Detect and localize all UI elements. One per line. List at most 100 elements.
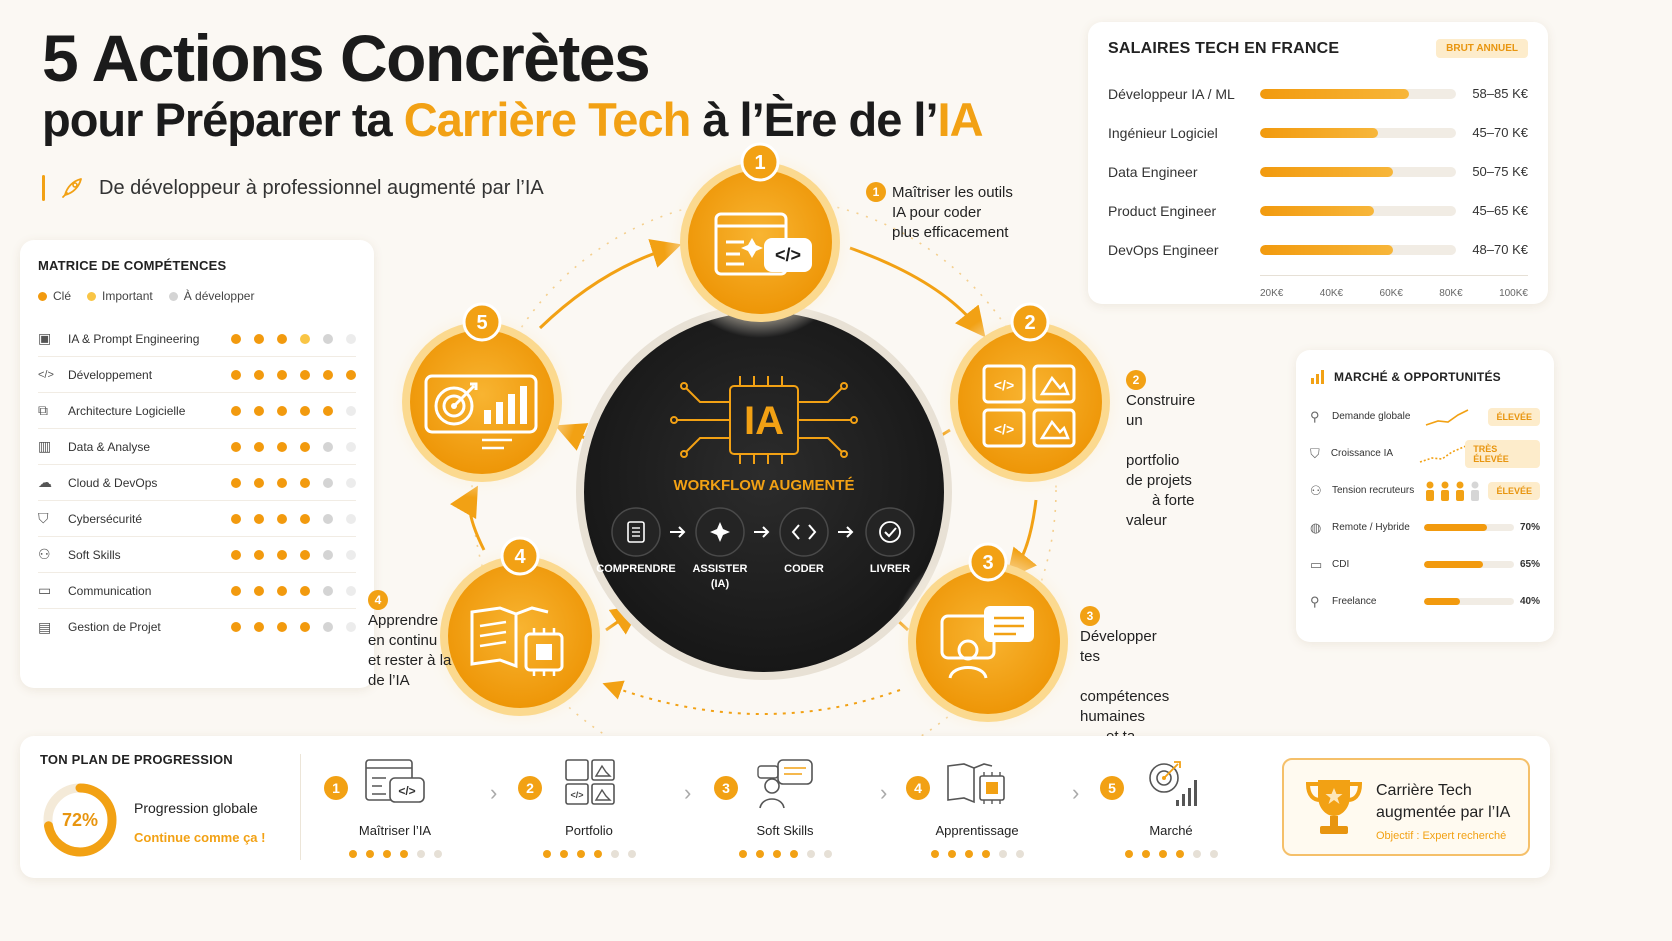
step-progress-dot	[738, 850, 747, 858]
market-title: MARCHÉ & OPPORTUNITÉS	[1310, 370, 1540, 384]
label-line: Construire un	[1126, 392, 1196, 429]
svg-text:</>: </>	[994, 377, 1014, 393]
user-icon: ⚲	[1310, 408, 1320, 424]
market-bar-fill	[1424, 524, 1487, 531]
matrix-rows: ▣IA & Prompt Engineering</>Développement…	[38, 321, 356, 645]
workflow-step-label: COMPRENDRE	[596, 563, 675, 575]
matrix-row-label: Data & Analyse	[68, 439, 151, 454]
step-progress-dot	[998, 850, 1007, 858]
matrix-legend: Clé Important À développer	[38, 289, 356, 303]
level-dot	[277, 549, 287, 560]
step-progress-dot	[1158, 850, 1167, 858]
step-progress-dots	[710, 850, 860, 858]
matrix-row-label: Développement	[68, 367, 153, 382]
level-dot	[231, 441, 241, 452]
skill-level-dots	[231, 441, 356, 452]
step-progress-dot	[755, 850, 764, 858]
subtitle-accent-bar	[42, 175, 45, 201]
level-dot	[346, 585, 356, 596]
progress-encouragement: Continue comme ça !	[134, 830, 266, 845]
node-number: 5	[476, 312, 487, 334]
level-dot	[254, 549, 264, 560]
salary-bar-track	[1260, 166, 1456, 177]
level-dot	[346, 622, 356, 632]
action-node-1: </> 1	[664, 142, 856, 338]
step-label: Portfolio	[565, 823, 613, 838]
step-progress-dot	[1192, 850, 1201, 858]
label-line: IA pour coder	[892, 204, 982, 221]
matrix-row-label: Cybersécurité	[68, 511, 143, 526]
salary-card: SALAIRES TECH EN FRANCE BRUT ANNUEL Déve…	[1088, 22, 1548, 304]
svg-text:</>: </>	[994, 421, 1014, 437]
label-line: Développer tes	[1080, 628, 1157, 665]
node-circle	[448, 564, 592, 708]
axis-tick: 80K€	[1439, 288, 1463, 299]
node-circle	[916, 570, 1060, 714]
workflow-step: COMPRENDRE	[596, 507, 686, 575]
node-number-badge	[1010, 302, 1050, 342]
level-dot	[231, 585, 241, 596]
plan-title: TON PLAN DE PROGRESSION	[40, 752, 233, 767]
salary-bar-fill	[1260, 88, 1409, 99]
level-dot	[231, 333, 241, 344]
salary-title: SALAIRES TECH EN FRANCE	[1108, 40, 1340, 57]
page-title: 5 Actions Concrètes	[42, 21, 651, 95]
level-dot	[254, 585, 264, 596]
step-number: 5	[1100, 776, 1124, 800]
node-number: 1	[754, 152, 765, 174]
step-progress-dots	[514, 850, 664, 858]
level-dot	[300, 513, 310, 524]
level-dot	[231, 549, 241, 560]
progress-ring	[43, 783, 117, 857]
node-number-badge	[500, 536, 540, 576]
label-line: compétences humaines	[1080, 688, 1170, 725]
step-label: Maîtriser l’IA	[358, 823, 432, 838]
level-dot	[323, 405, 333, 416]
level-dot	[300, 549, 310, 560]
portfolio-grid-icon: </> </>	[982, 364, 1076, 448]
core-circle	[584, 312, 944, 672]
workflow-step-label: LIVRER	[870, 563, 910, 575]
matrix-row-label: Gestion de Projet	[68, 620, 161, 634]
arrow-4-5	[450, 485, 486, 551]
communication-icon	[940, 606, 1034, 679]
code-window-icon: </>	[714, 212, 812, 276]
level-dot	[277, 333, 287, 344]
legend-to-develop: À développer	[168, 289, 254, 303]
level-dot	[323, 477, 333, 488]
skill-level-dots	[231, 549, 356, 560]
step-progress-dot	[348, 850, 357, 858]
globe-icon: ◍	[1310, 519, 1322, 535]
cloud-icon: ☁	[38, 474, 52, 490]
level-dot	[300, 369, 310, 380]
level-dot	[231, 513, 241, 524]
market-bar-fill	[1424, 598, 1460, 605]
action-node-2: </></>2	[934, 302, 1126, 498]
level-dot	[323, 622, 333, 632]
chip-icon: ▣	[38, 330, 52, 346]
step-progress-dot	[789, 850, 798, 858]
clipboard-icon: ▤	[38, 618, 52, 635]
level-dot	[277, 405, 287, 416]
trend-line-icon	[1419, 444, 1466, 463]
skill-level-dots	[231, 369, 356, 380]
step-progress-dot	[399, 850, 408, 858]
bar-chart-icon: ▥	[38, 438, 52, 454]
salary-range: 50–75 K€	[1472, 164, 1528, 179]
briefcase-icon: ▭	[1310, 556, 1323, 572]
step-progress-dot	[627, 850, 636, 858]
users-icon: ⚇	[1310, 482, 1322, 498]
level-dot	[254, 441, 264, 452]
step-progress-dot	[981, 850, 990, 858]
level-dot	[323, 513, 333, 524]
label-line: en continu	[368, 632, 438, 649]
